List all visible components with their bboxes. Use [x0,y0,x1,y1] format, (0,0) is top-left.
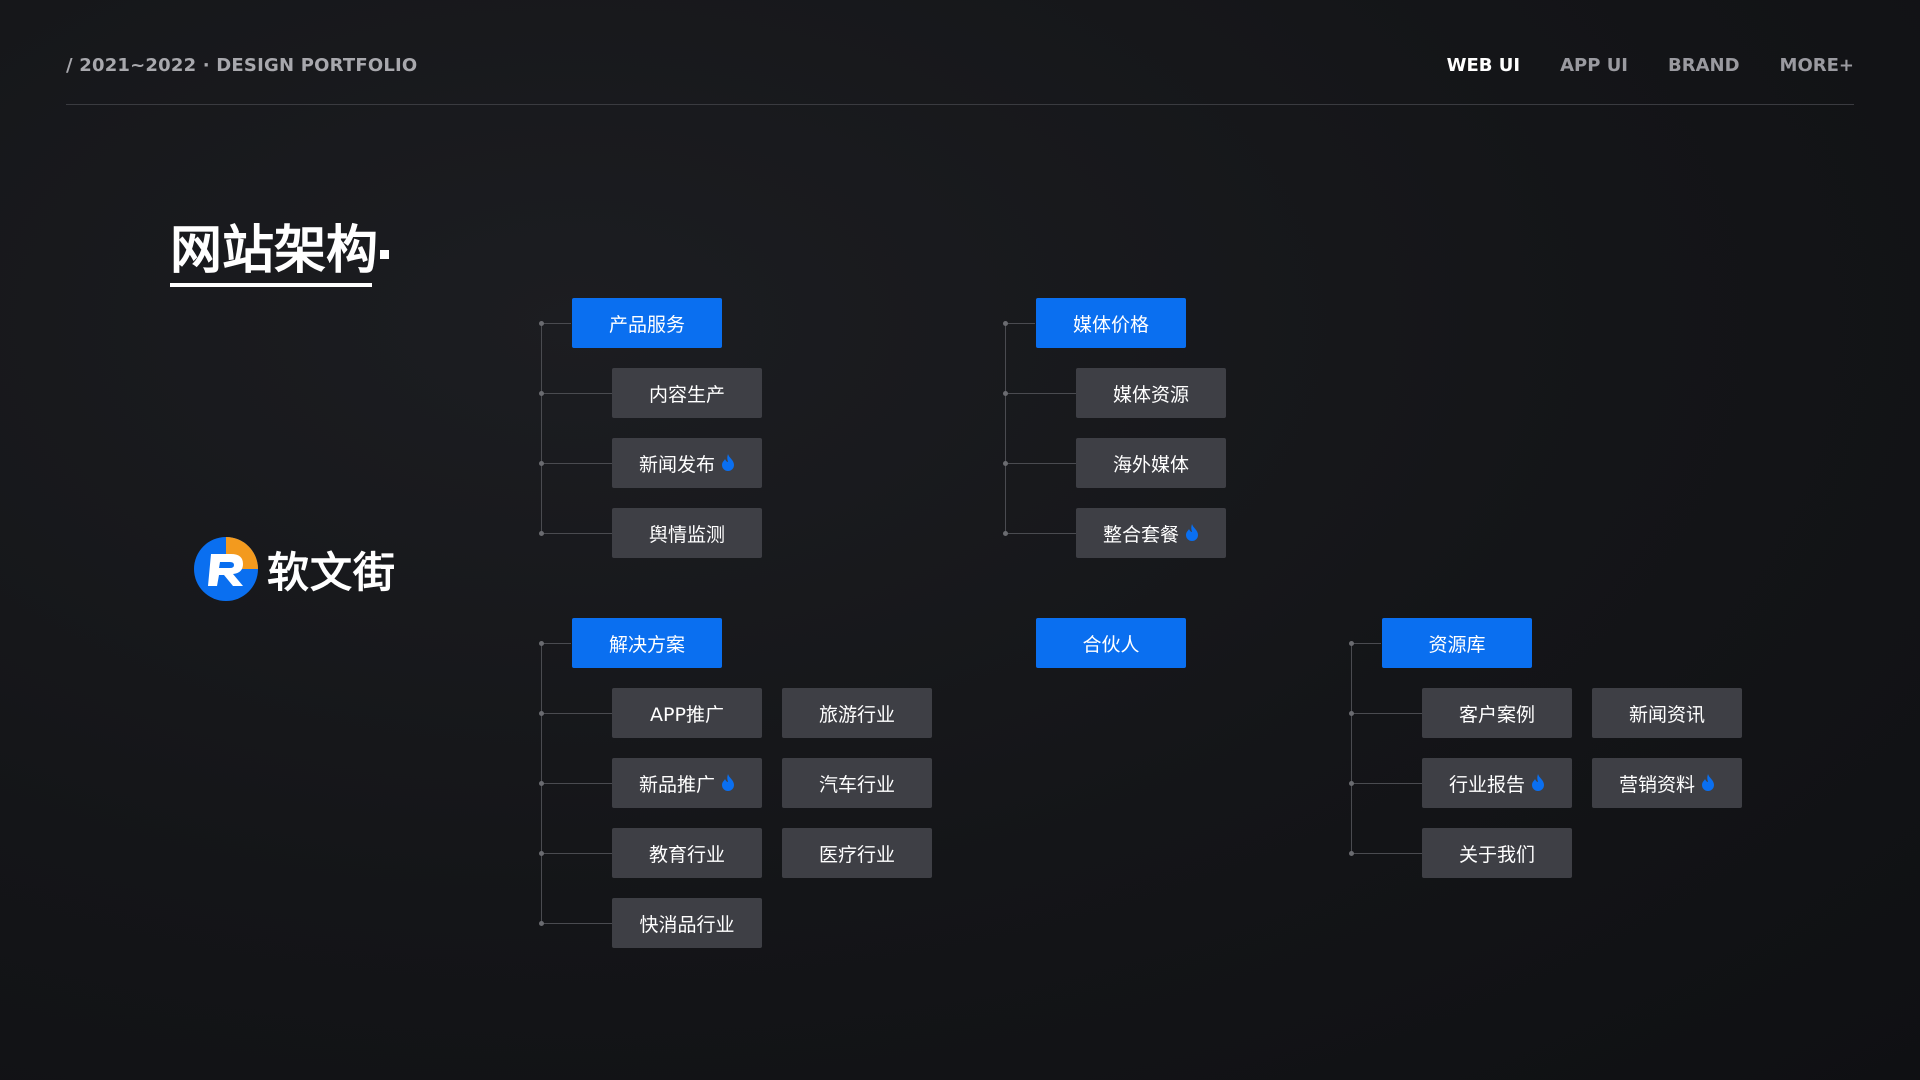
tree-line [541,533,612,534]
node-client-cases[interactable]: 客户案例 [1422,688,1572,738]
tree-dot [539,921,544,926]
page-title: 网站架构 [170,208,379,287]
nav-brand[interactable]: BRAND [1668,55,1740,76]
fire-icon [1702,774,1714,791]
tree-line [541,713,612,714]
tree-dot [539,641,544,646]
node-label: 营销资料 [1618,773,1695,796]
tree-line [541,853,612,854]
node-medical[interactable]: 医疗行业 [782,828,932,878]
fire-icon [722,774,734,791]
tree-dot [1003,461,1008,466]
tree-dot [539,321,544,326]
header-divider [66,104,1854,105]
tree-line [541,923,612,924]
tree-line [541,323,571,324]
tree-dot [1349,711,1354,716]
node-tourism[interactable]: 旅游行业 [782,688,932,738]
nav-more[interactable]: MORE+ [1779,55,1854,76]
node-industry-reports[interactable]: 行业报告 [1422,758,1572,808]
tree-dot [539,781,544,786]
tree-dot [1003,391,1008,396]
node-app-promotion[interactable]: APP推广 [612,688,762,738]
title-dot [380,250,389,259]
node-integrated-package[interactable]: 整合套餐 [1076,508,1226,558]
node-label: 新闻发布 [638,453,715,476]
tree-dot [539,461,544,466]
tree-dot [539,391,544,396]
tree-line [1005,323,1035,324]
tree-line-resources [1351,643,1352,853]
node-new-product-promotion[interactable]: 新品推广 [612,758,762,808]
node-label: 新品推广 [638,773,715,796]
portfolio-title: / 2021~2022 · DESIGN PORTFOLIO [66,55,418,76]
top-nav: WEB UI APP UI BRAND MORE+ [1447,55,1854,76]
tree-line-product [541,323,542,533]
tree-line [1005,463,1076,464]
node-about-us[interactable]: 关于我们 [1422,828,1572,878]
title-underline [170,283,372,287]
fire-icon [722,454,734,471]
node-solutions[interactable]: 解决方案 [572,618,722,668]
node-fmcg[interactable]: 快消品行业 [612,898,762,948]
node-resource-library[interactable]: 资源库 [1382,618,1532,668]
tree-line [541,463,612,464]
fire-icon [1186,524,1198,541]
tree-line-media [1005,323,1006,533]
tree-dot [539,711,544,716]
tree-line [1005,533,1076,534]
fire-icon [1532,774,1544,791]
tree-line [1005,393,1076,394]
tree-line [1351,643,1381,644]
node-media-resources[interactable]: 媒体资源 [1076,368,1226,418]
tree-dot [539,531,544,536]
page-title-text: 网站架构 [170,221,379,281]
logo-mark-icon [193,536,259,602]
tree-line [541,643,571,644]
tree-dot [1003,531,1008,536]
node-label: 行业报告 [1448,773,1525,796]
tree-line [1351,713,1422,714]
node-news-info[interactable]: 新闻资讯 [1592,688,1742,738]
tree-dot [1003,321,1008,326]
tree-dot [539,851,544,856]
node-news-release[interactable]: 新闻发布 [612,438,762,488]
node-media-price[interactable]: 媒体价格 [1036,298,1186,348]
tree-line [541,393,612,394]
tree-dot [1349,781,1354,786]
node-education[interactable]: 教育行业 [612,828,762,878]
node-product-services[interactable]: 产品服务 [572,298,722,348]
tree-line [1351,783,1422,784]
tree-dot [1349,851,1354,856]
nav-web-ui[interactable]: WEB UI [1446,55,1521,76]
node-partner[interactable]: 合伙人 [1036,618,1186,668]
tree-line [541,783,612,784]
node-content-production[interactable]: 内容生产 [612,368,762,418]
brand-logo: 软文街 [193,536,396,602]
tree-line [1351,853,1422,854]
nav-app-ui[interactable]: APP UI [1560,55,1629,76]
tree-dot [1349,641,1354,646]
node-label: 整合套餐 [1102,523,1179,546]
logo-text: 软文街 [267,547,397,597]
node-marketing-materials[interactable]: 营销资料 [1592,758,1742,808]
node-automotive[interactable]: 汽车行业 [782,758,932,808]
node-overseas-media[interactable]: 海外媒体 [1076,438,1226,488]
node-sentiment-monitoring[interactable]: 舆情监测 [612,508,762,558]
